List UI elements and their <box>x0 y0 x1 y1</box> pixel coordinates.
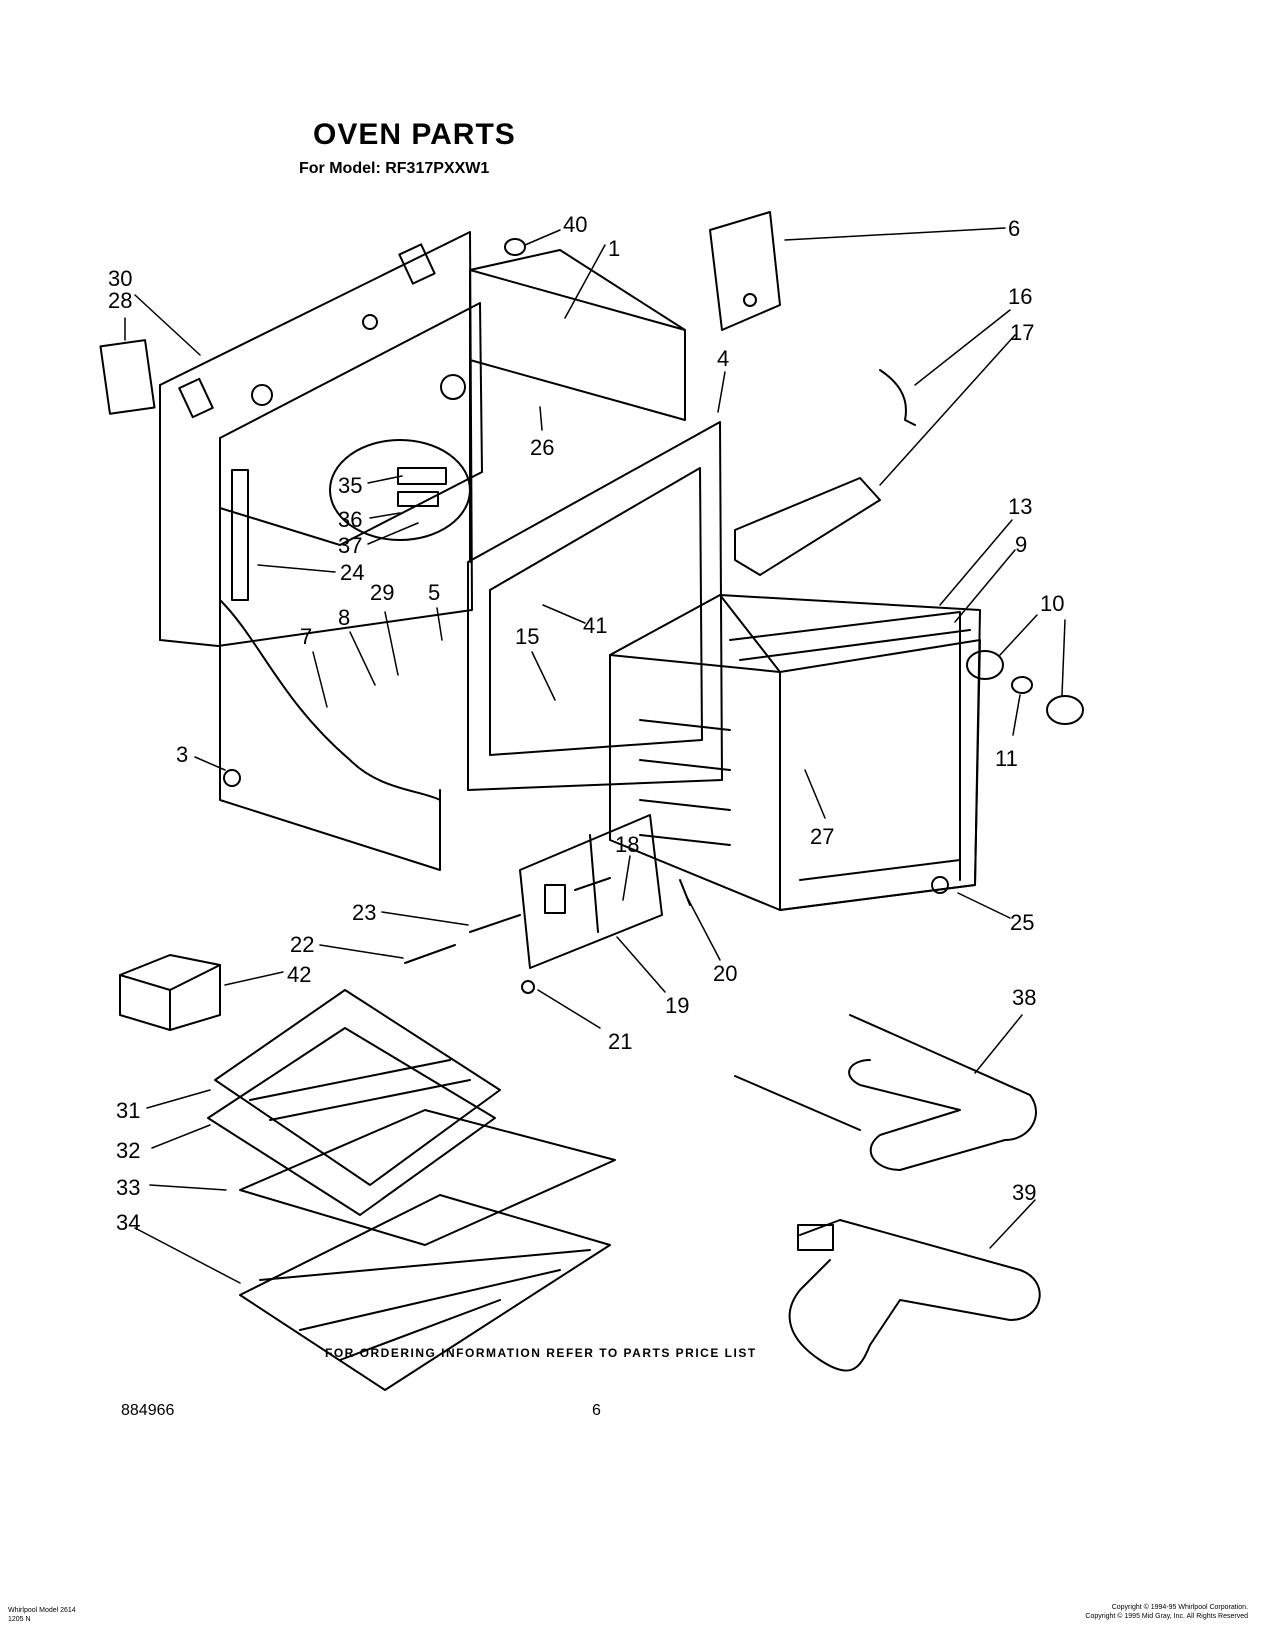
page-number: 6 <box>592 1402 601 1419</box>
callout-24: 24 <box>340 560 364 585</box>
callout-35: 35 <box>338 473 362 498</box>
callout-6: 6 <box>1008 216 1020 241</box>
bake-element-drawing <box>788 1219 1041 1372</box>
callout-31: 31 <box>116 1098 140 1123</box>
leader-lines <box>124 227 1066 1284</box>
back-panel-drawing <box>99 231 473 647</box>
callout-23: 23 <box>352 900 376 925</box>
callout-32: 32 <box>116 1138 140 1163</box>
callout-10: 10 <box>1040 591 1064 616</box>
model-subtitle: For Model: RF317PXXW1 <box>299 160 490 177</box>
callout-11: 11 <box>995 746 1018 771</box>
callout-1: 1 <box>608 236 620 261</box>
page-title: OVEN PARTS <box>313 118 516 151</box>
callout-26: 26 <box>530 435 554 460</box>
callout-33: 33 <box>116 1175 140 1200</box>
callout-38: 38 <box>1012 985 1036 1010</box>
callout-25: 25 <box>1010 910 1034 935</box>
callout-28: 28 <box>108 288 132 313</box>
callout-19: 19 <box>665 993 689 1018</box>
callout-5: 5 <box>428 580 440 605</box>
callout-13: 13 <box>1008 494 1032 519</box>
callout-34: 34 <box>116 1210 140 1235</box>
fine-print-left: Whirlpool Model 2614 1205 N <box>8 1607 76 1623</box>
callout-42: 42 <box>287 962 311 987</box>
oven-liner-drawing <box>609 594 981 911</box>
callout-22: 22 <box>290 932 314 957</box>
callout-9: 9 <box>1015 532 1027 557</box>
callout-29: 29 <box>370 580 394 605</box>
callout-17: 17 <box>1010 320 1034 345</box>
copyright-notice: Copyright © 1994-95 Whirlpool Corporatio… <box>1085 1604 1248 1620</box>
callout-37: 37 <box>338 533 362 558</box>
callout-15: 15 <box>515 624 539 649</box>
racks-drawing <box>207 989 616 1391</box>
side-panel-drawing <box>219 302 483 871</box>
callout-8: 8 <box>338 605 350 630</box>
ordering-note: FOR ORDERING INFORMATION REFER TO PARTS … <box>325 1346 757 1360</box>
callout-3: 3 <box>176 742 188 767</box>
callout-7: 7 <box>300 624 312 649</box>
callout-21: 21 <box>608 1029 632 1054</box>
oven-frame-drawing <box>467 249 723 791</box>
callout-4: 4 <box>717 346 729 371</box>
small-parts-drawing <box>119 914 521 1031</box>
callout-27: 27 <box>810 824 834 849</box>
callout-16: 16 <box>1008 284 1032 309</box>
broil-element-drawing <box>734 1014 1037 1171</box>
callout-41: 41 <box>583 613 607 638</box>
hinge-assembly-drawing <box>223 769 949 994</box>
callout-30: 30 <box>108 266 132 291</box>
knob-drawing <box>966 650 1084 725</box>
callout-18: 18 <box>615 832 639 857</box>
document-number: 884966 <box>121 1402 175 1419</box>
callout-36: 36 <box>338 507 362 532</box>
top-parts-drawing <box>504 211 916 576</box>
callout-20: 20 <box>713 961 737 986</box>
callout-39: 39 <box>1012 1180 1036 1205</box>
callout-40: 40 <box>563 212 587 237</box>
callout-labels: 40 1 6 30 28 16 17 4 26 35 36 37 24 13 9… <box>108 212 1064 1235</box>
